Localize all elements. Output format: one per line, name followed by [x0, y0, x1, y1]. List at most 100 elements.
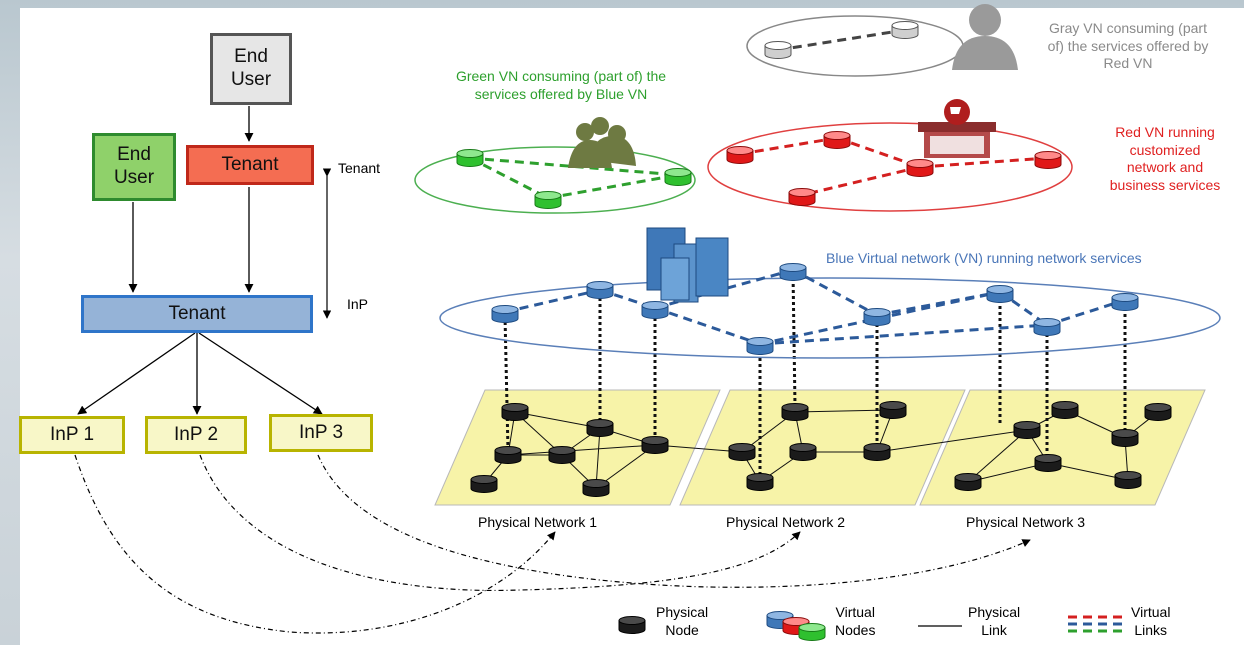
blue-virtual-node — [863, 308, 891, 326]
mapping-curve-inp3 — [317, 454, 1031, 588]
physical-node — [501, 403, 529, 421]
physical-node — [1114, 471, 1142, 489]
legend-virtual-nodes-label: Virtual Nodes — [835, 604, 875, 639]
physical-network-3-label: Physical Network 3 — [966, 514, 1086, 530]
end-user-left-line1: End — [117, 144, 151, 166]
tenant-top-box: Tenant — [186, 145, 314, 185]
legend-physical-link-line2: Link — [981, 621, 1007, 638]
red-vn-label: Red VN running customized network and bu… — [1090, 124, 1240, 194]
physical-node — [879, 401, 907, 419]
gray-vn-link — [777, 28, 906, 52]
inp2-label: InP 2 — [173, 423, 219, 445]
red-virtual-node — [726, 146, 754, 164]
green-virtual-node — [534, 191, 562, 209]
nodes — [456, 21, 1172, 641]
red-vn-line4: business services — [1109, 176, 1221, 193]
gray-virtual-node — [891, 21, 919, 39]
arrow-tenant-to-inp3 — [198, 332, 323, 415]
legend-physical-link-line1: Physical — [968, 604, 1021, 620]
legend-graphics — [918, 615, 1126, 633]
vertical-mappings — [503, 271, 1127, 478]
physical-node — [470, 475, 498, 493]
red-virtual-node — [906, 159, 934, 177]
blue-virtual-node — [1111, 293, 1139, 311]
green-vn-links — [469, 156, 679, 200]
axis-inp-label: InP — [347, 296, 369, 312]
legend-physical-node-icon — [618, 616, 646, 634]
gray-virtual-node — [764, 41, 792, 59]
green-virtual-node — [664, 168, 692, 186]
tenant-top-label: Tenant — [221, 153, 279, 175]
physical-node — [863, 443, 891, 461]
physical-node — [548, 446, 576, 464]
physical-node — [1111, 429, 1139, 447]
red-virtual-node — [823, 131, 851, 149]
red-virtual-node — [1034, 151, 1062, 169]
legend-virtual-nodes-line2: Nodes — [835, 621, 876, 638]
green-vn-ellipse — [414, 146, 696, 214]
physical-node — [641, 436, 669, 454]
end-user-top-line2: User — [230, 69, 272, 90]
physical-node — [1051, 401, 1079, 419]
physical-node — [582, 479, 610, 497]
green-virtual-node — [456, 149, 484, 167]
blue-vn-label: Blue Virtual network (VN) running networ… — [826, 250, 1142, 266]
red-vn-line1: Red VN running — [1115, 124, 1215, 140]
mapping-curve-inp2 — [199, 454, 801, 592]
red-vn-links — [739, 136, 1049, 197]
inp3-label: InP 3 — [298, 421, 344, 443]
red-vn-ellipse — [707, 122, 1073, 212]
green-vn-label: Green VN consuming (part of) the service… — [420, 68, 702, 103]
inp3-box: InP 3 — [269, 414, 373, 452]
shop-icon — [918, 99, 996, 158]
legend-virtual-node-green-icon — [798, 623, 826, 641]
physical-node — [728, 443, 756, 461]
inp2-box: InP 2 — [145, 416, 247, 454]
physical-node — [789, 443, 817, 461]
blue-virtual-node — [779, 263, 807, 281]
end-user-top-box: End User — [210, 33, 292, 105]
gray-vn-line2: of) the services offered by — [1047, 37, 1209, 54]
red-vn-line3: network and — [1126, 159, 1204, 175]
blue-virtual-node — [1033, 318, 1061, 336]
blue-virtual-node — [641, 301, 669, 319]
tenant-main-label: Tenant — [168, 302, 226, 324]
green-vn-line2: services offered by Blue VN — [474, 85, 648, 102]
legend-physical-node-line1: Physical — [656, 604, 709, 620]
physical-network-1-label: Physical Network 1 — [478, 514, 598, 530]
tenant-main-box: Tenant — [81, 295, 313, 333]
physical-node — [586, 419, 614, 437]
legend-physical-node-line2: Node — [665, 621, 699, 638]
legend-virtual-links-line1: Virtual — [1131, 604, 1171, 620]
red-vn-line2: customized — [1129, 141, 1201, 158]
physical-node — [954, 473, 982, 491]
datacenter-buildings-icon — [646, 227, 729, 303]
user-group-icon — [568, 117, 636, 168]
end-user-left-line2: User — [113, 167, 155, 188]
physical-node — [1144, 403, 1172, 421]
blue-virtual-node — [491, 305, 519, 323]
inp1-box: InP 1 — [19, 416, 125, 454]
inp1-label: InP 1 — [49, 423, 95, 445]
legend-virtual-links-label: Virtual Links — [1131, 604, 1170, 639]
gray-vn-label: Gray VN consuming (part of) the services… — [1018, 20, 1238, 73]
blue-virtual-node — [986, 285, 1014, 303]
legend-physical-node-label: Physical Node — [656, 604, 708, 639]
legend-virtual-nodes-line1: Virtual — [835, 604, 875, 620]
blue-virtual-node — [746, 337, 774, 355]
end-user-left-box: End User — [92, 133, 176, 201]
gray-vn-line3: Red VN — [1103, 55, 1153, 71]
green-vn-line1: Green VN consuming (part of) the — [455, 68, 667, 84]
physical-planes — [434, 389, 1206, 506]
gray-vn-line1: Gray VN consuming (part — [1049, 20, 1207, 36]
person-icon — [952, 4, 1018, 70]
physical-network-2-label: Physical Network 2 — [726, 514, 846, 530]
blue-vn-ellipse — [439, 277, 1221, 359]
physical-node — [781, 403, 809, 421]
legend-virtual-links-line2: Links — [1134, 621, 1168, 638]
axis-tenant-label: Tenant — [338, 160, 381, 176]
mapping-curve-inp1 — [74, 454, 556, 634]
physical-node — [1034, 454, 1062, 472]
blue-virtual-node — [586, 281, 614, 299]
